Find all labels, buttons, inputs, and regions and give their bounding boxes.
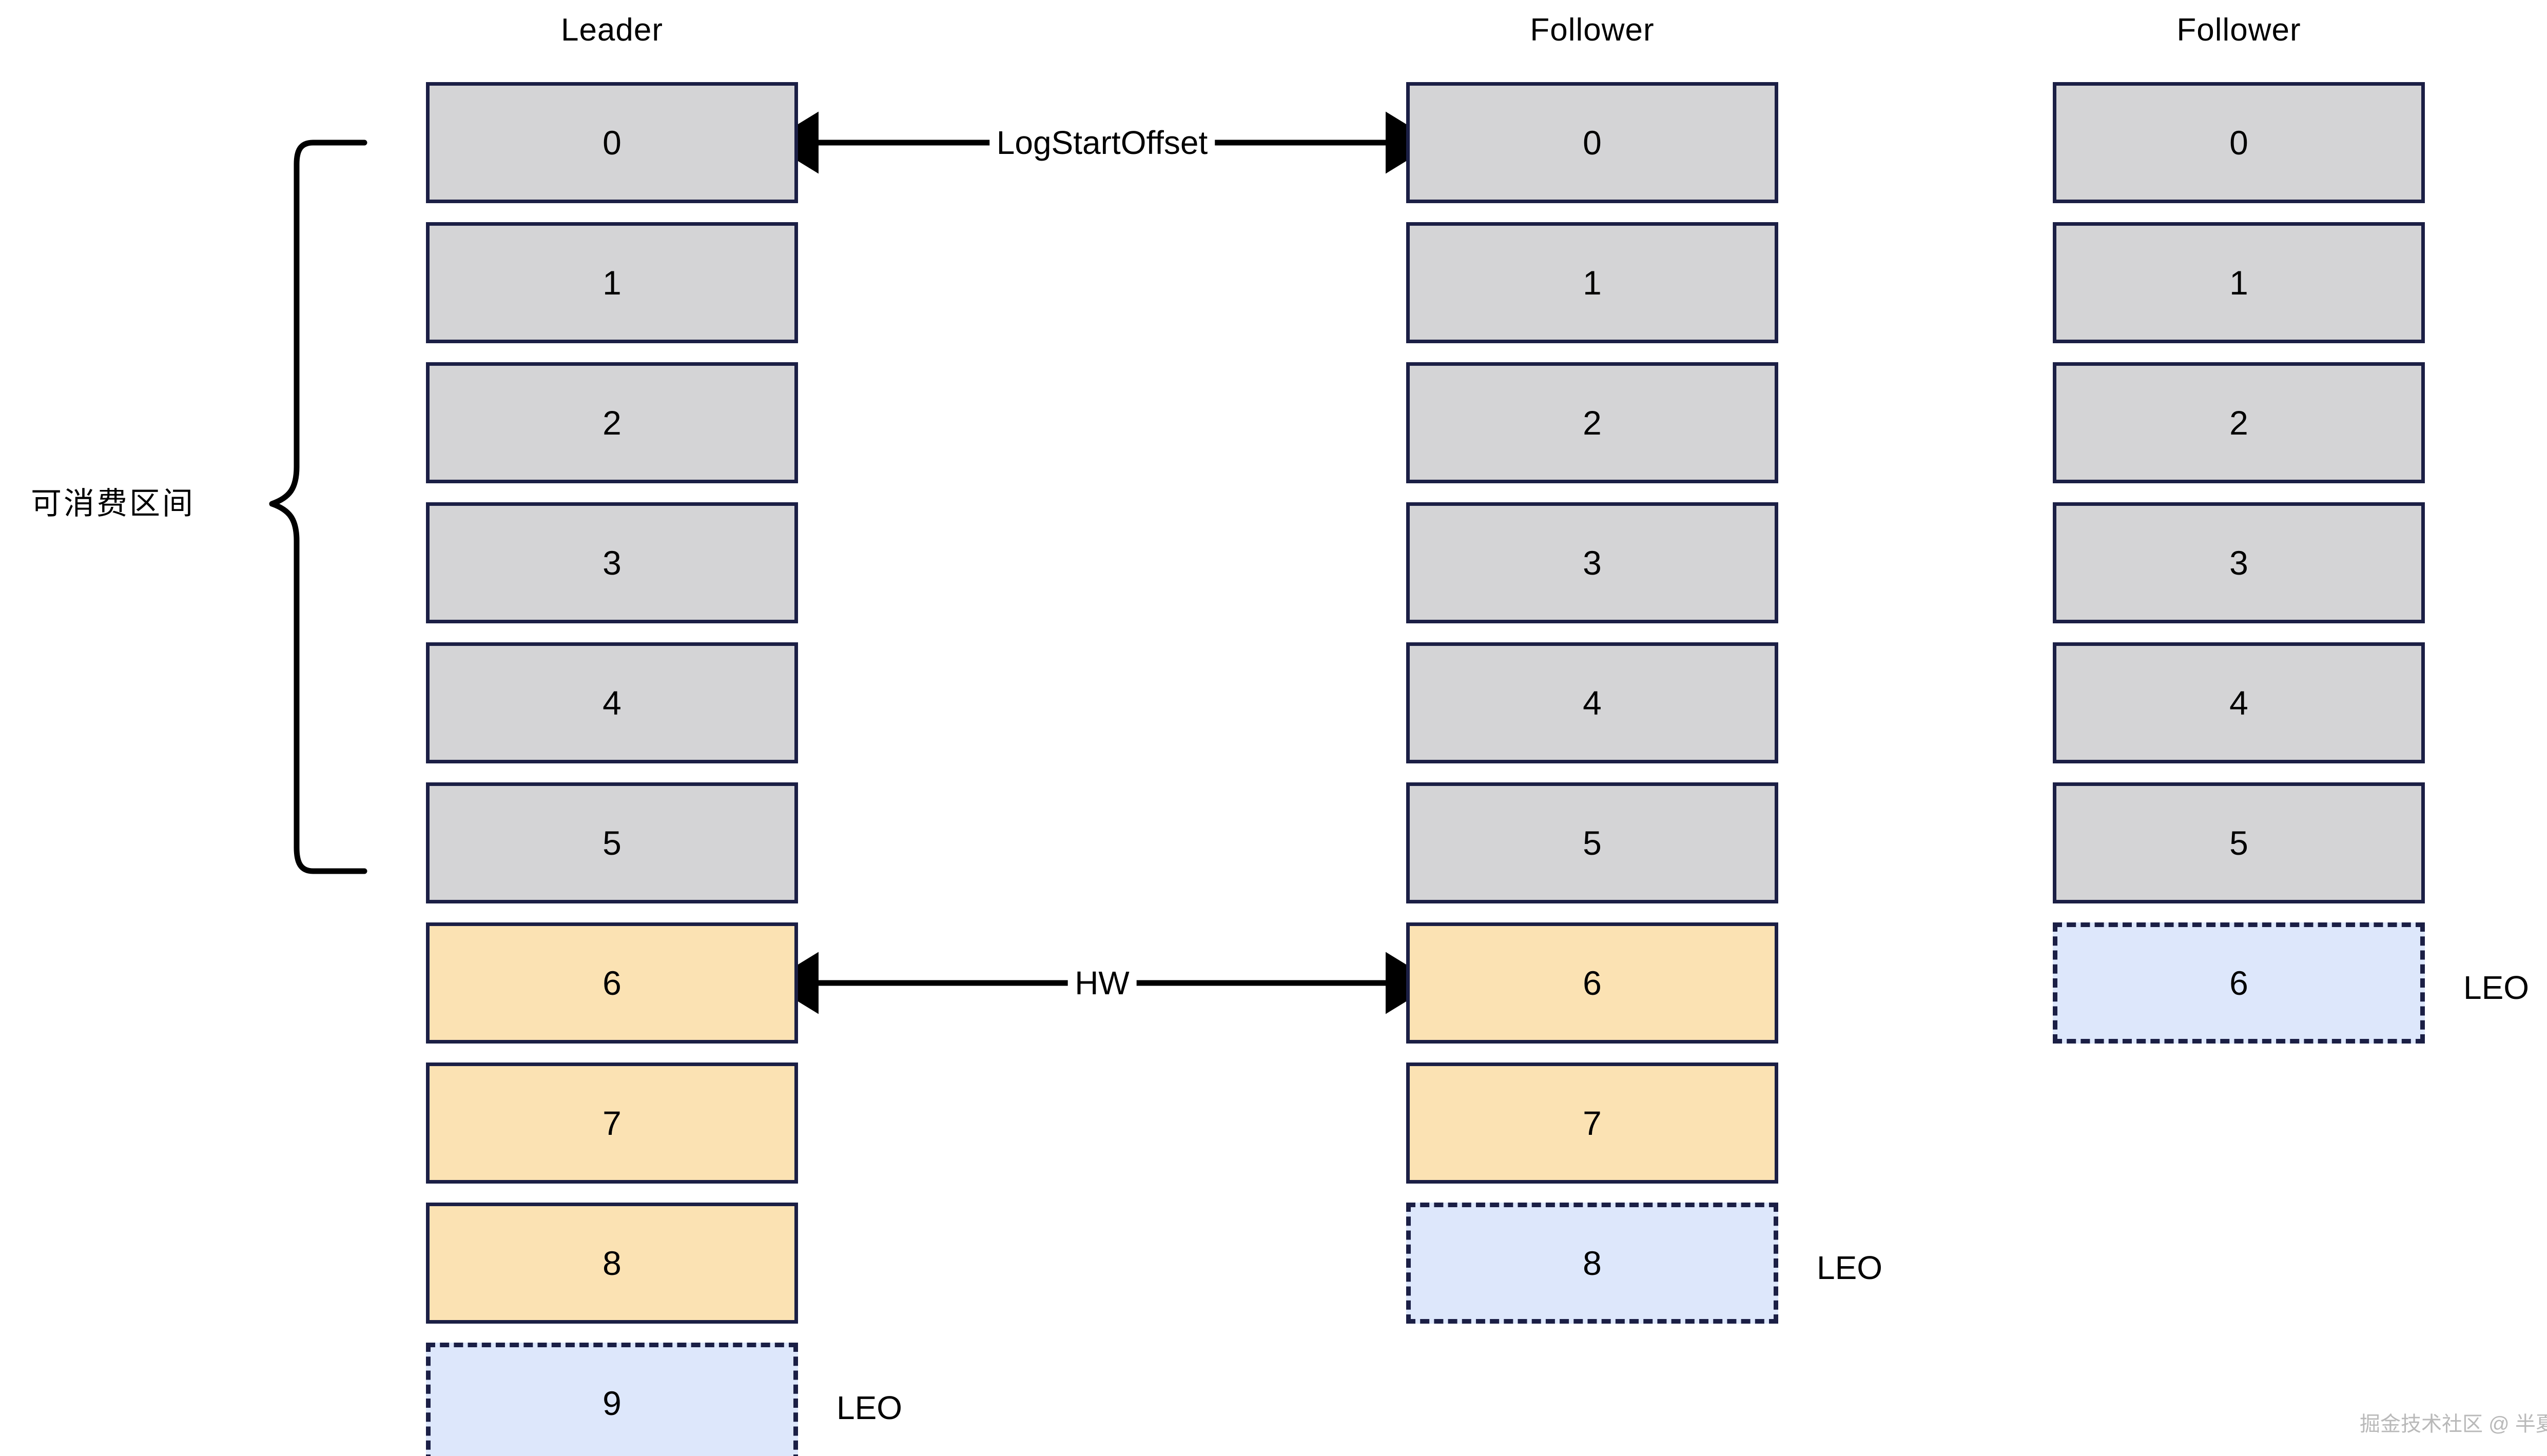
leader-cell-3[interactable]: 3 — [426, 502, 798, 623]
leader-cell-6[interactable]: 6 — [426, 922, 798, 1044]
follower-2-cell-6-leo[interactable]: 6 — [2053, 922, 2425, 1044]
watermark: 掘金技术社区 @ 半夏之沫 — [2360, 1413, 2547, 1435]
high-watermark-label: HW — [1067, 967, 1137, 999]
log-start-offset-arrow: LogStartOffset — [798, 109, 1406, 176]
leader-cell-0[interactable]: 0 — [426, 82, 798, 203]
follower-2-leo-label: LEO — [2463, 969, 2530, 1006]
follower-1-cell-5[interactable]: 5 — [1406, 782, 1778, 903]
curly-brace-icon — [269, 140, 367, 874]
follower-1-cell-6[interactable]: 6 — [1406, 922, 1778, 1044]
follower-1-cell-0[interactable]: 0 — [1406, 82, 1778, 203]
high-watermark-arrow: HW — [798, 950, 1406, 1016]
leader-cell-7[interactable]: 7 — [426, 1063, 798, 1184]
follower-1-leo-label: LEO — [1817, 1249, 1883, 1286]
follower-1-cell-4[interactable]: 4 — [1406, 642, 1778, 763]
leader-cell-1[interactable]: 1 — [426, 222, 798, 343]
leader-cell-5[interactable]: 5 — [426, 782, 798, 903]
follower-2-cell-1[interactable]: 1 — [2053, 222, 2425, 343]
follower-1-cell-8-leo[interactable]: 8 — [1406, 1203, 1778, 1324]
leader-leo-label: LEO — [837, 1389, 903, 1426]
follower-2-cell-2[interactable]: 2 — [2053, 362, 2425, 483]
follower-1-cell-7[interactable]: 7 — [1406, 1063, 1778, 1184]
leader-cell-9-leo[interactable]: 9 — [426, 1343, 798, 1456]
leader-cell-8[interactable]: 8 — [426, 1203, 798, 1324]
column-header-follower-2: Follower — [2176, 12, 2301, 48]
column-header-follower-1: Follower — [1530, 12, 1655, 48]
follower-2-cell-5[interactable]: 5 — [2053, 782, 2425, 903]
follower-1-cell-3[interactable]: 3 — [1406, 502, 1778, 623]
column-header-leader: Leader — [560, 12, 664, 48]
follower-1-cell-1[interactable]: 1 — [1406, 222, 1778, 343]
follower-2-cell-3[interactable]: 3 — [2053, 502, 2425, 623]
leader-cell-2[interactable]: 2 — [426, 362, 798, 483]
leader-cell-4[interactable]: 4 — [426, 642, 798, 763]
log-start-offset-label: LogStartOffset — [989, 126, 1215, 159]
consumable-range-brace — [267, 139, 370, 877]
follower-2-cell-4[interactable]: 4 — [2053, 642, 2425, 763]
follower-2-cell-0[interactable]: 0 — [2053, 82, 2425, 203]
consumable-range-label: 可消费区间 — [31, 486, 195, 521]
follower-1-cell-2[interactable]: 2 — [1406, 362, 1778, 483]
